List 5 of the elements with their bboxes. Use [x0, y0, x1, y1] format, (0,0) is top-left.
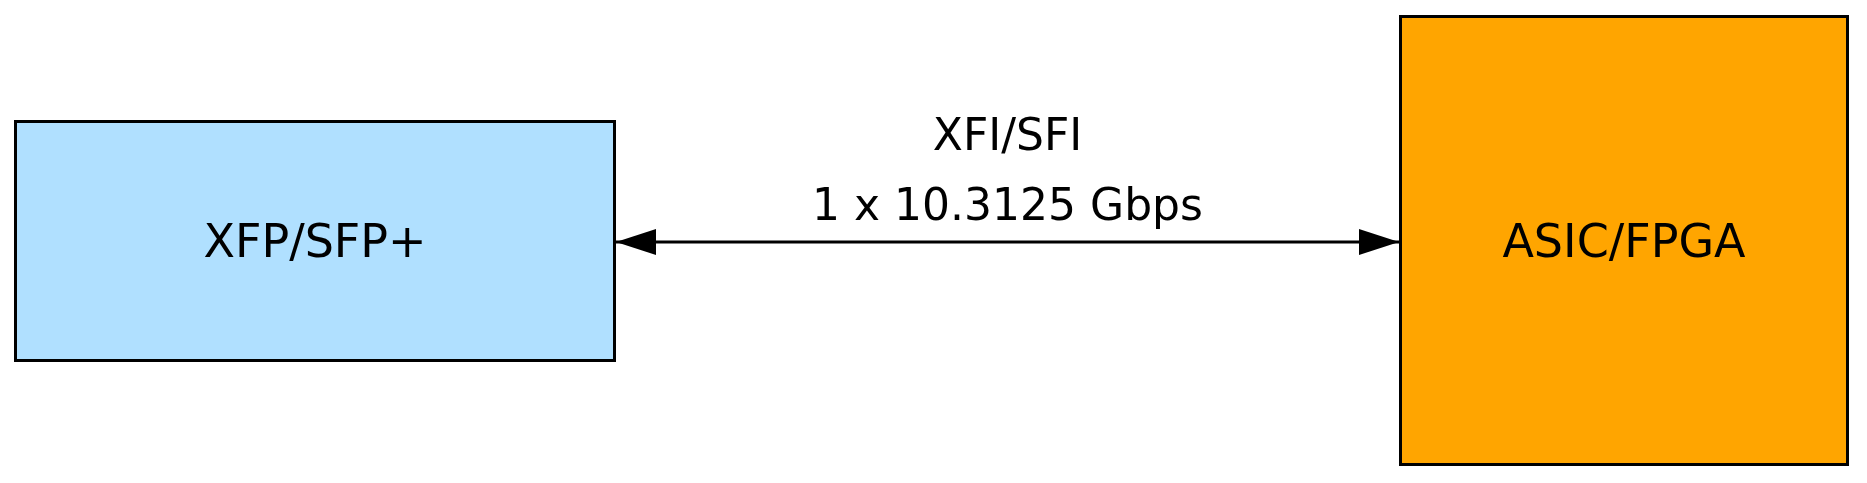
box-label: XFP/SFP+ — [203, 214, 427, 268]
double-arrow — [616, 229, 1399, 255]
process-box — [14, 120, 616, 362]
box-label: ASIC/FPGA — [1502, 213, 1746, 268]
process-box — [1399, 15, 1849, 466]
